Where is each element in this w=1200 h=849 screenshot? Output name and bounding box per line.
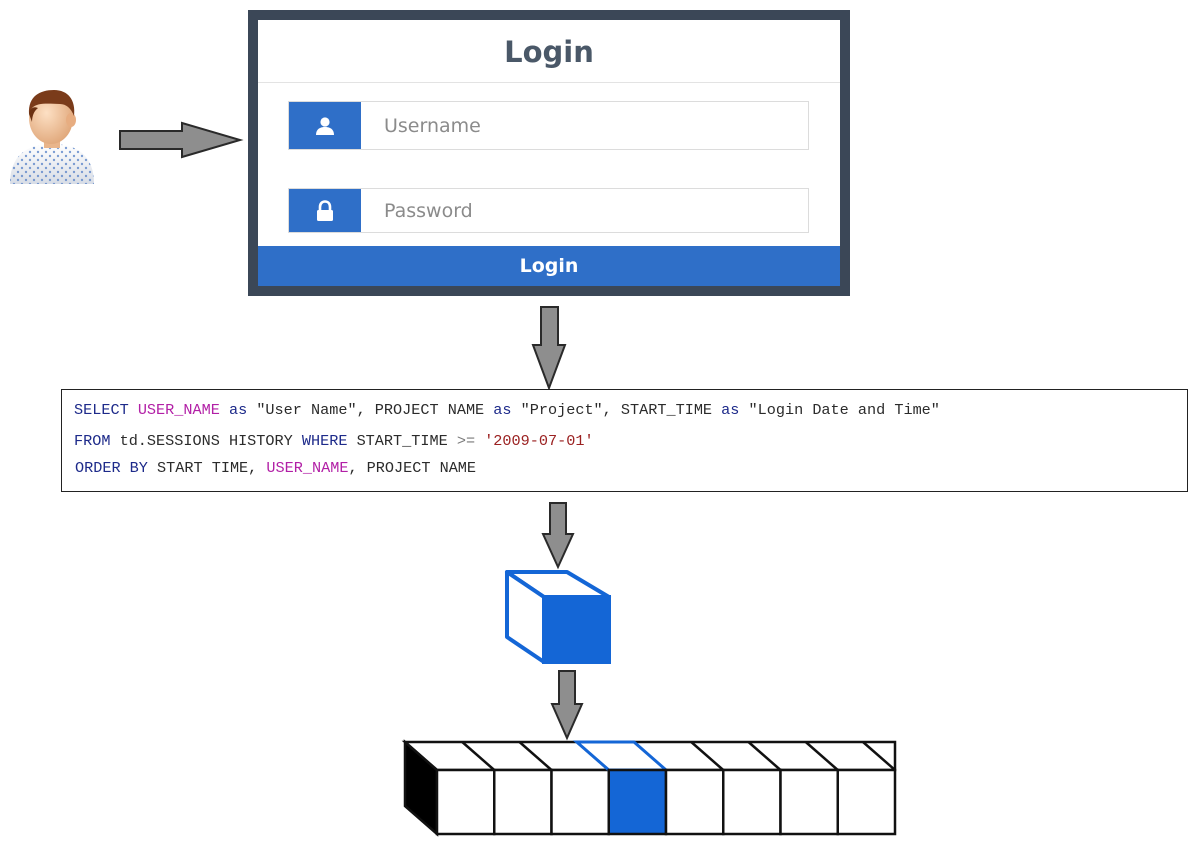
- sql-token: USER_NAME: [137, 401, 220, 419]
- lock-icon: [289, 189, 361, 232]
- username-input[interactable]: [361, 102, 809, 149]
- sql-token: as: [228, 401, 248, 419]
- storage-block: [664, 768, 725, 836]
- sql-token: PROJECT NAME: [365, 401, 494, 419]
- storage-block: [779, 768, 839, 836]
- sql-token: , PROJECT NAME: [348, 459, 477, 477]
- sql-token: "Login Date and Time": [739, 401, 940, 419]
- sql-token: >=: [456, 432, 476, 450]
- username-field: [288, 101, 809, 150]
- sql-token: USER_NAME: [266, 459, 349, 477]
- user-icon: [289, 102, 361, 149]
- sql-line: FROM td.SESSIONS HISTORY WHERE START_TIM…: [74, 432, 594, 450]
- password-input[interactable]: [361, 189, 809, 232]
- login-form: Login Login: [258, 20, 840, 286]
- login-panel: Login Login: [248, 10, 850, 296]
- sql-line: ORDER BY START TIME, USER_NAME, PROJECT …: [75, 459, 476, 477]
- storage-block: [493, 768, 553, 836]
- cube-icon: [505, 570, 611, 664]
- arrow-down-icon: [541, 502, 575, 570]
- storage-block: [836, 768, 897, 836]
- sql-token: [129, 401, 138, 419]
- sql-line: SELECT USER_NAME as "User Name", PROJECT…: [74, 401, 940, 419]
- sql-query-box: SELECT USER_NAME as "User Name", PROJECT…: [61, 389, 1188, 492]
- sql-token: SELECT: [74, 401, 129, 419]
- sql-token: [475, 432, 484, 450]
- arrow-down-icon: [550, 670, 584, 741]
- sql-token: td.SESSIONS HISTORY: [110, 432, 302, 450]
- storage-block: [550, 768, 610, 836]
- sql-token: START_TIME: [611, 401, 722, 419]
- sql-token: ORDER BY: [75, 459, 148, 477]
- storage-blocks-icon: [401, 739, 897, 837]
- login-button[interactable]: Login: [258, 246, 840, 286]
- storage-block-highlighted: [607, 768, 668, 836]
- sql-token: as: [493, 401, 512, 419]
- sql-token: as: [721, 401, 740, 419]
- sql-token: "User Name",: [247, 401, 366, 419]
- sql-token: START_TIME: [347, 432, 457, 450]
- arrow-right-icon: [119, 121, 244, 159]
- sql-token: WHERE: [301, 432, 348, 450]
- password-field: [288, 188, 809, 233]
- sql-token: FROM: [74, 432, 111, 450]
- storage-block: [435, 768, 496, 836]
- sql-token: [220, 401, 229, 419]
- storage-block: [722, 768, 782, 836]
- sql-token: '2009-07-01': [484, 432, 594, 450]
- user-avatar-icon: [4, 86, 100, 186]
- sql-token: "Project",: [511, 401, 612, 419]
- arrow-down-icon: [531, 306, 567, 391]
- sql-token: START TIME,: [147, 459, 267, 477]
- login-title: Login: [258, 20, 840, 83]
